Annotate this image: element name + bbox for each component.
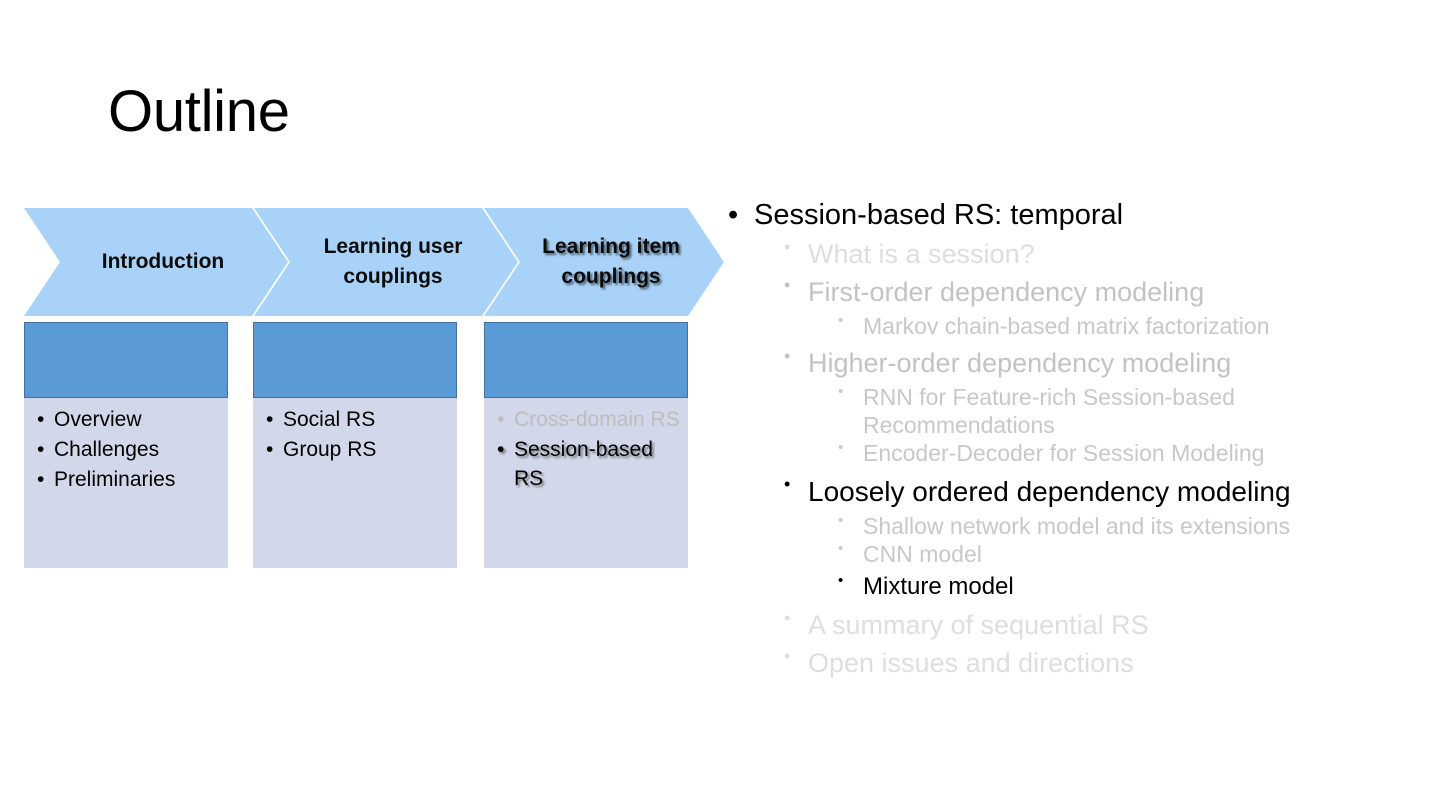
outline-item-loosely-ordered-dependency-modeling: Loosely ordered dependency modeling — [724, 472, 1424, 512]
outline-cards: Overview Challenges Preliminaries Social… — [0, 322, 1440, 572]
chevron-label: Introduction — [101, 250, 225, 274]
page-title: Outline — [108, 79, 290, 144]
chevron-introduction[interactable]: Introduction — [24, 208, 288, 316]
list-item: Social RS — [259, 406, 451, 435]
chevron-banner: Introduction Learning user couplings Lea… — [24, 208, 724, 316]
card-header — [24, 322, 228, 398]
outline-item-what-is-a-session: What is a session? — [724, 235, 1424, 274]
outline-list: Session-based RS: temporal What is a ses… — [724, 196, 1424, 683]
outline-item-first-order-dependency-modeling: First-order dependency modeling — [724, 273, 1424, 312]
list-item: Preliminaries — [30, 466, 222, 495]
outline-item-session-based-rs-temporal: Session-based RS: temporal — [724, 196, 1424, 235]
card-learning-item-couplings[interactable]: Cross-domain RS Session-based RS — [484, 322, 688, 568]
outline-item-open-issues-and-directions: Open issues and directions — [724, 644, 1424, 683]
outline-item-higher-order-dependency-modeling: Higher-order dependency modeling — [724, 344, 1424, 383]
outline-item-cnn-model: CNN model — [724, 540, 1424, 568]
list-item: Session-based RS — [490, 436, 682, 494]
card-body: Cross-domain RS Session-based RS — [484, 398, 688, 568]
card-learning-user-couplings[interactable]: Social RS Group RS — [253, 322, 457, 568]
outline-item-encoder-decoder-for-session-modeling: Encoder-Decoder for Session Modeling — [724, 439, 1424, 467]
outline-item-a-summary-of-sequential-rs: A summary of sequential RS — [724, 606, 1424, 645]
list-item: Group RS — [259, 436, 451, 465]
outline-item-mixture-model: Mixture model — [724, 572, 1424, 602]
chevron-label: Learning user couplings — [323, 235, 463, 288]
outline-item-rnn-for-feature-rich-session-based-recommendations: RNN for Feature-rich Session-based Recom… — [724, 383, 1424, 440]
chevron-label: Learning item couplings — [542, 235, 680, 288]
list-item: Challenges — [30, 436, 222, 465]
chevron-learning-user-couplings[interactable]: Learning user couplings — [254, 208, 518, 316]
card-header — [253, 322, 457, 398]
list-item: Cross-domain RS — [490, 406, 682, 435]
chevron-learning-item-couplings[interactable]: Learning item couplings — [484, 208, 724, 316]
outline-item-markov-chain-based-matrix-factorization: Markov chain-based matrix factorization — [724, 312, 1424, 340]
card-body: Overview Challenges Preliminaries — [24, 398, 228, 568]
outline-item-shallow-network-model-and-its-extensions: Shallow network model and its extensions — [724, 512, 1424, 540]
card-body: Social RS Group RS — [253, 398, 457, 568]
list-item: Overview — [30, 406, 222, 435]
card-introduction[interactable]: Overview Challenges Preliminaries — [24, 322, 228, 568]
card-header — [484, 322, 688, 398]
